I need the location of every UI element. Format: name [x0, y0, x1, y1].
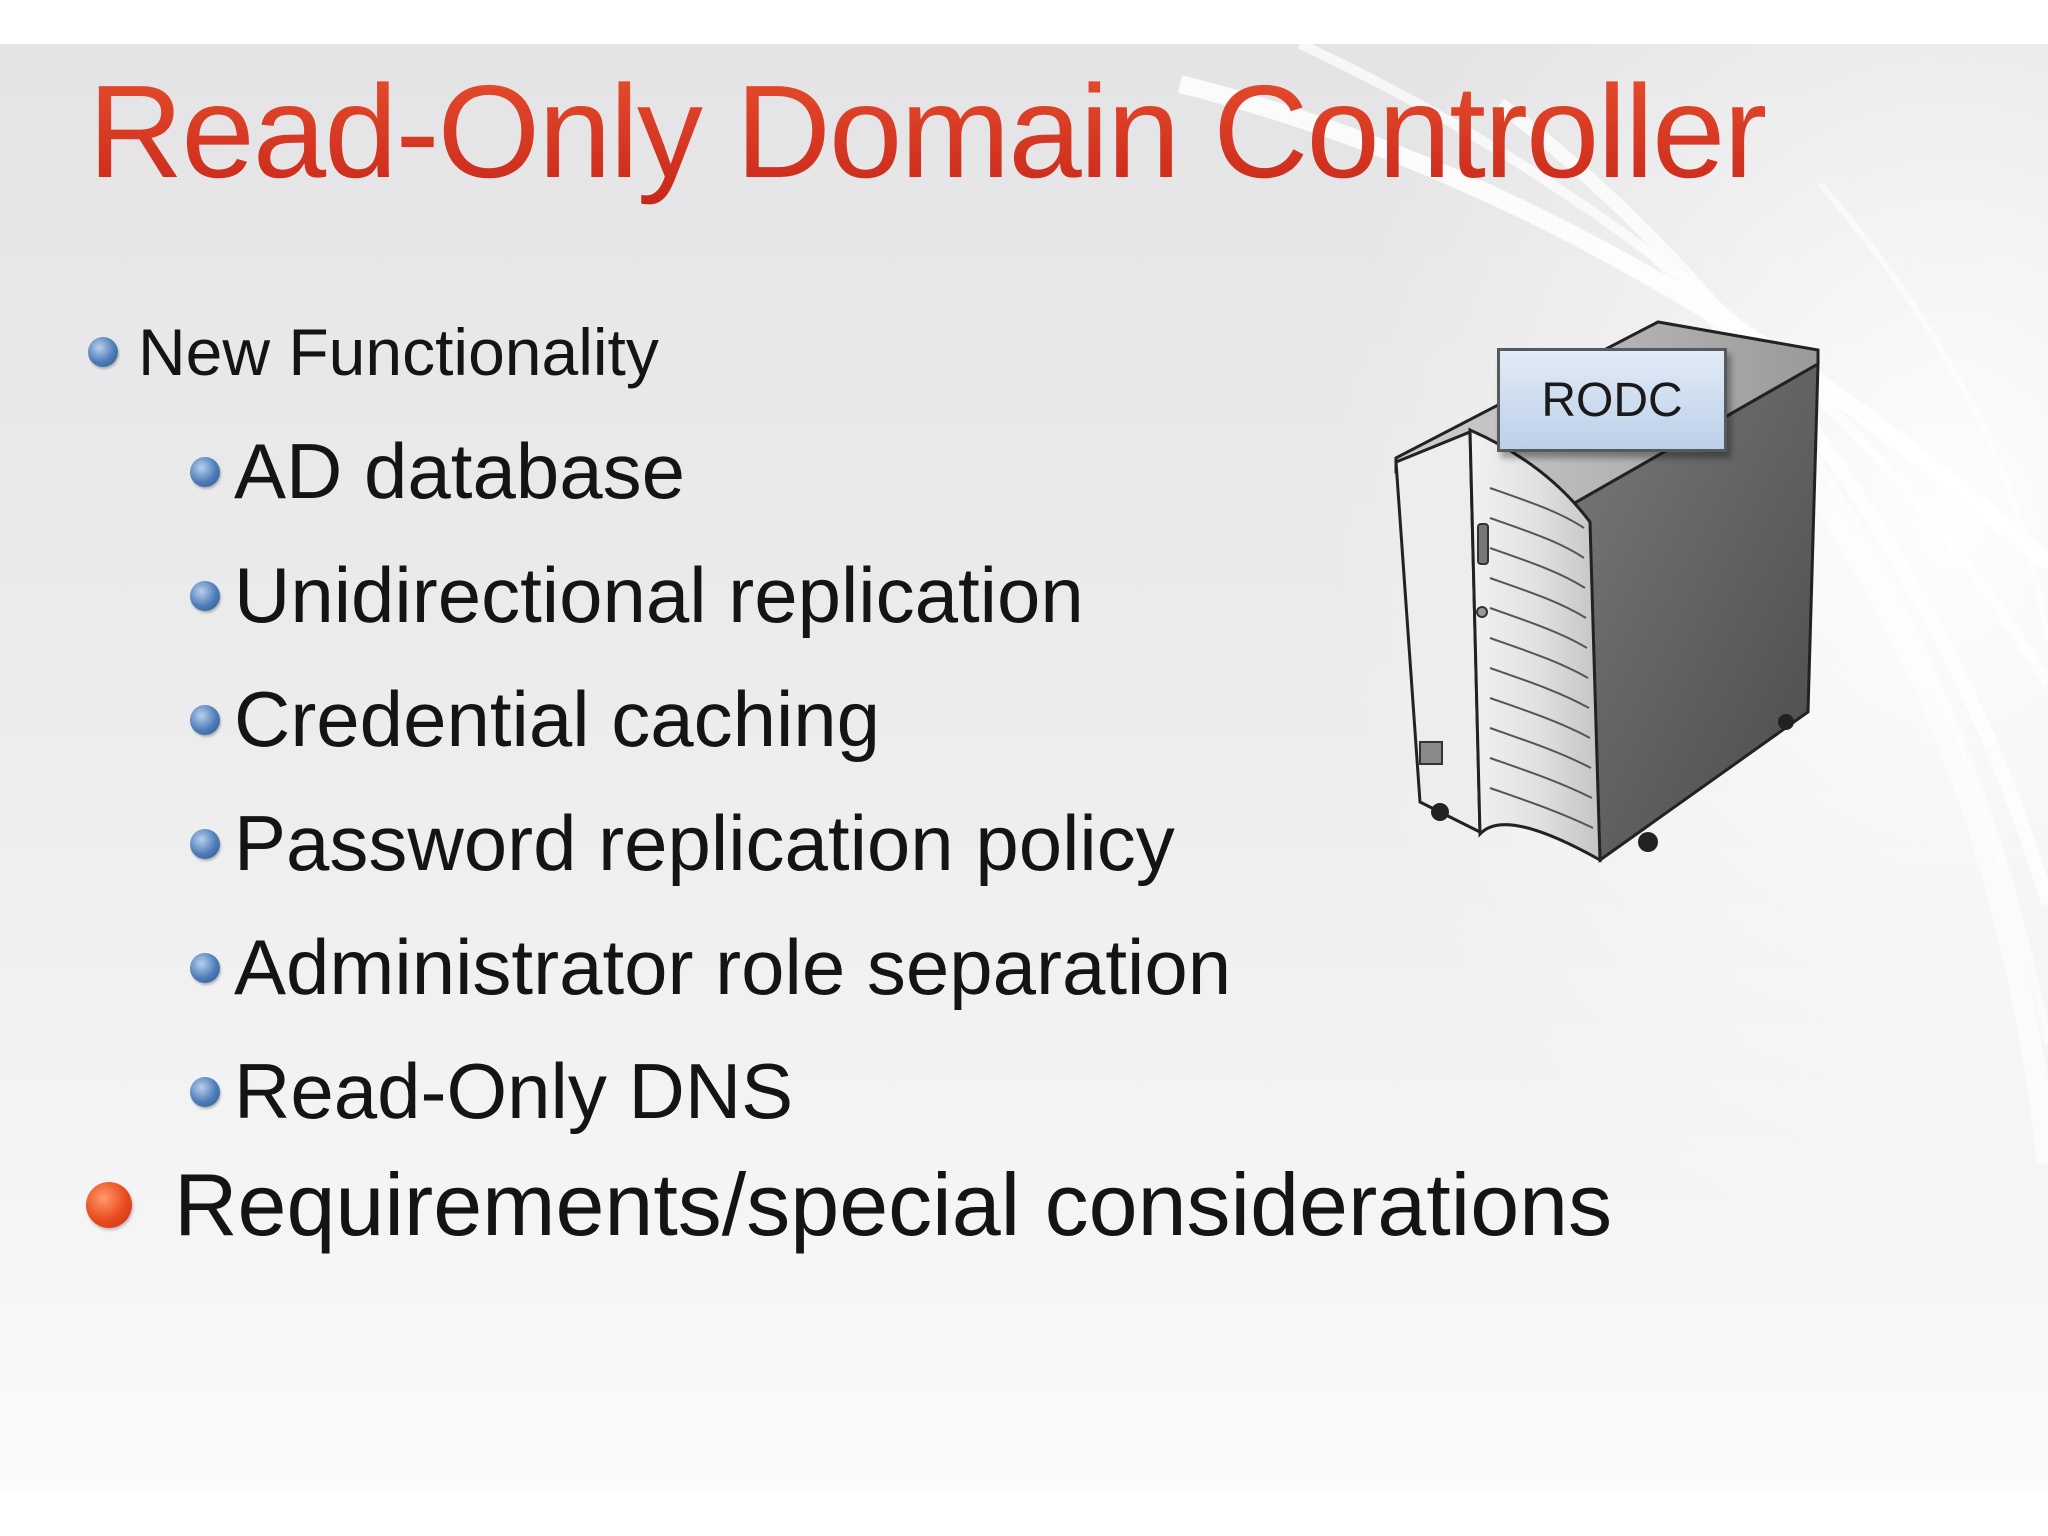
- sub-bullet-item: Credential caching: [190, 674, 880, 765]
- bullet-text: Requirements/special considerations: [174, 1155, 1613, 1254]
- bullet-dot-icon: [86, 1182, 132, 1228]
- sub-bullet-item: Administrator role separation: [190, 922, 1231, 1013]
- bullet-text: Unidirectional replication: [234, 551, 1084, 639]
- bullet-text: AD database: [234, 427, 685, 515]
- slide: Read-Only Domain Controller New Function…: [0, 44, 2048, 1492]
- bullet-text: New Functionality: [138, 315, 659, 389]
- bullet-text: Read-Only DNS: [234, 1047, 794, 1135]
- bullet-dot-icon: [190, 456, 220, 487]
- bullet-dot-icon: [88, 337, 118, 367]
- bullet-dot-icon: [190, 952, 220, 983]
- bullet-item: New Functionality: [88, 314, 659, 390]
- bullet-item: Requirements/special considerations: [86, 1154, 1612, 1256]
- sub-bullet-item: AD database: [190, 426, 685, 517]
- bullet-dot-icon: [190, 580, 220, 611]
- bullet-list: New Functionality AD database Unidirecti…: [0, 44, 1612, 1492]
- bullet-text: Password replication policy: [234, 799, 1175, 887]
- bullet-dot-icon: [190, 1076, 220, 1107]
- server-icon: [1394, 320, 1820, 863]
- server-label: RODC: [1497, 348, 1727, 452]
- slide-title: Read-Only Domain Controller: [88, 58, 1767, 205]
- bullet-text: Administrator role separation: [234, 923, 1232, 1011]
- bullet-dot-icon: [190, 828, 220, 859]
- sub-bullet-item: Unidirectional replication: [190, 550, 1084, 641]
- sub-bullet-item: Read-Only DNS: [190, 1046, 793, 1137]
- bullet-text: Credential caching: [234, 675, 881, 763]
- sub-bullet-item: Password replication policy: [190, 798, 1175, 889]
- bullet-dot-icon: [190, 704, 220, 735]
